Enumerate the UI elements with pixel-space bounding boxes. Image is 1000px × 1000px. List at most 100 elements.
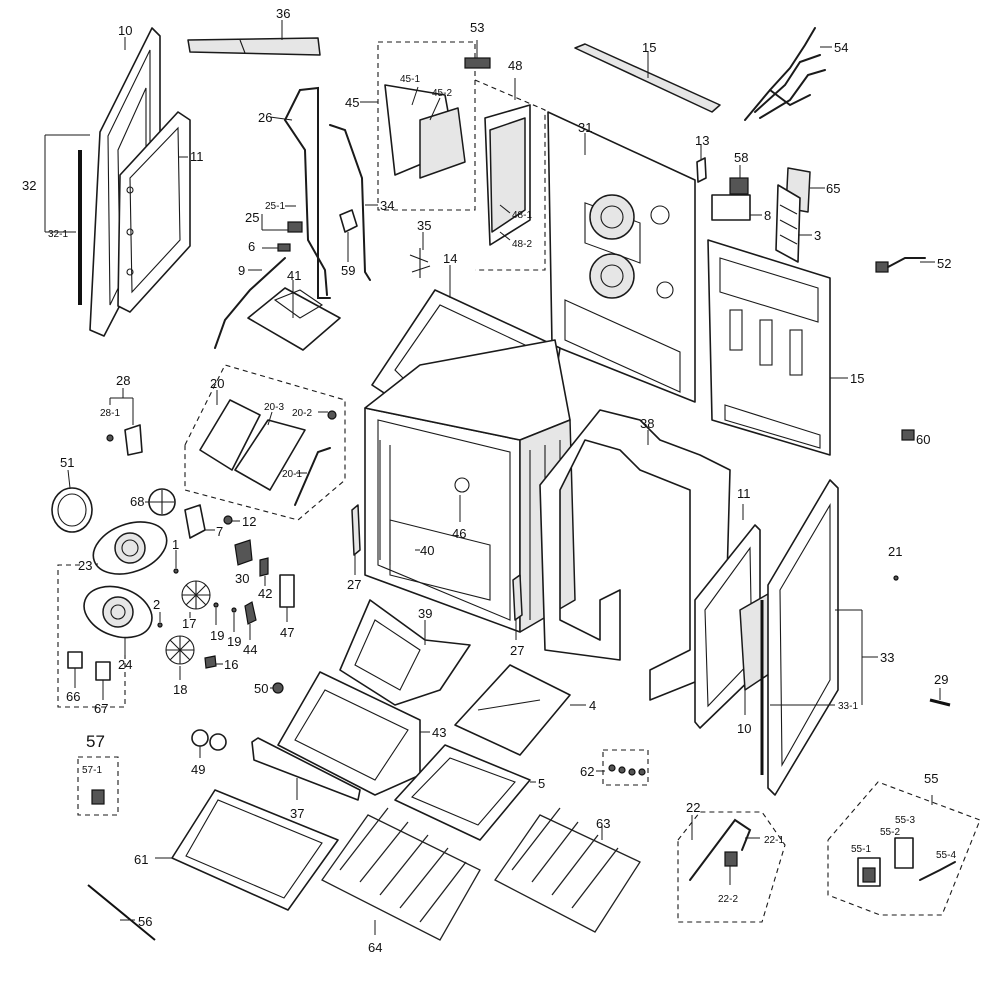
callout-label-39: 39: [418, 606, 432, 621]
callout-label-57-1: 57-1: [82, 765, 102, 776]
part-20-group: [184, 364, 346, 521]
part-49-knob: [191, 729, 227, 758]
callout-label-55-4: 55-4: [936, 850, 956, 861]
part-31-back-panel: [547, 111, 696, 403]
callout-label-50: 50: [254, 681, 268, 696]
part-21-screw: [893, 575, 899, 581]
part-46-oven-cavity: [364, 339, 576, 633]
callout-label-5: 5: [538, 776, 545, 791]
callout-label-10a: 10: [118, 23, 132, 38]
part-24-fan-housing: [83, 585, 153, 655]
callout-label-67: 67: [94, 701, 108, 716]
callout-label-9: 9: [238, 263, 245, 278]
callout-label-30: 30: [235, 571, 249, 586]
callout-label-55-3: 55-3: [895, 815, 915, 826]
callout-label-52: 52: [937, 256, 951, 271]
part-12-screw: [223, 515, 240, 525]
callout-label-42: 42: [258, 586, 272, 601]
callout-label-13: 13: [695, 133, 709, 148]
callout-label-26: 26: [258, 110, 272, 125]
part-26-rod-frame: [269, 86, 331, 299]
callout-label-58: 58: [734, 150, 748, 165]
callout-label-36: 36: [276, 6, 290, 21]
part-16-clip: [204, 655, 223, 669]
callout-label-6: 6: [248, 239, 255, 254]
callout-label-27b: 27: [510, 643, 524, 658]
part-54-wire-harness: [744, 27, 832, 121]
part-2-screw: [157, 612, 163, 628]
callout-label-24: 24: [118, 657, 132, 672]
callout-label-15a: 15: [642, 40, 656, 55]
callout-label-20-3: 20-3: [264, 402, 284, 413]
part-50-screw: [270, 682, 284, 694]
part-17-fan: [181, 580, 211, 618]
part-5-broil-pan: [394, 744, 536, 841]
callout-label-3: 3: [814, 228, 821, 243]
callout-label-38: 38: [640, 416, 654, 431]
part-35-fastener: [409, 232, 431, 278]
part-27-hinge-left: [351, 504, 361, 575]
callout-label-40: 40: [420, 543, 434, 558]
part-9-wire: [214, 257, 286, 349]
callout-label-48: 48: [508, 58, 522, 73]
callout-label-45-2: 45-2: [432, 88, 452, 99]
callout-label-11a: 11: [190, 149, 204, 164]
callout-label-56: 56: [138, 914, 152, 929]
callout-label-19a: 19: [210, 628, 224, 643]
part-67-switch: [95, 661, 111, 700]
part-61-drawer-frame: [155, 789, 339, 911]
part-7-fan-motor: [184, 504, 215, 539]
part-13-clip: [696, 145, 707, 183]
callout-label-2: 2: [153, 597, 160, 612]
callout-label-51: 51: [60, 455, 74, 470]
part-41-plate: [247, 280, 341, 351]
part-25-clip: [261, 205, 303, 233]
callout-label-65: 65: [826, 181, 840, 196]
callout-label-19b: 19: [227, 634, 241, 649]
part-45-group: [360, 41, 476, 211]
callout-label-60: 60: [916, 432, 930, 447]
callout-label-25: 25: [245, 210, 259, 225]
callout-label-45: 45: [345, 95, 359, 110]
callout-label-49: 49: [191, 762, 205, 777]
callout-label-18: 18: [173, 682, 187, 697]
callout-label-41: 41: [287, 268, 301, 283]
bracket-group-outline-left: [57, 564, 126, 708]
callout-label-21: 21: [888, 544, 902, 559]
callout-label-57: 57: [86, 732, 105, 751]
callout-label-1: 1: [172, 537, 179, 552]
part-63-oven-rack: [494, 807, 641, 933]
part-6-screw: [262, 243, 291, 252]
callout-label-7: 7: [216, 524, 223, 539]
callout-label-37: 37: [290, 806, 304, 821]
part-15-side-panel: [707, 239, 848, 456]
part-29-pin: [929, 688, 951, 707]
part-66-switch: [67, 651, 83, 688]
part-62-feet: [596, 749, 649, 786]
part-36-trim-bar: [187, 20, 321, 56]
callout-label-34: 34: [380, 198, 394, 213]
callout-label-45-1: 45-1: [400, 74, 420, 85]
callout-label-17: 17: [182, 616, 196, 631]
callout-label-33: 33: [880, 650, 894, 665]
callout-label-12: 12: [242, 514, 256, 529]
part-60-clip: [901, 429, 915, 441]
callout-label-55-1: 55-1: [851, 844, 871, 855]
callout-label-28-1: 28-1: [100, 408, 120, 419]
part-57-group: [77, 756, 119, 816]
callout-label-20: 20: [210, 376, 224, 391]
callout-label-68: 68: [130, 494, 144, 509]
callout-label-55-2: 55-2: [880, 827, 900, 838]
part-34-rod: [329, 124, 378, 281]
callout-label-10b: 10: [737, 721, 751, 736]
part-8-board: [711, 194, 762, 221]
callout-label-54: 54: [834, 40, 848, 55]
callout-label-20-1: 20-1: [282, 469, 302, 480]
part-1-screw: [173, 550, 179, 574]
callout-label-61: 61: [134, 852, 148, 867]
callout-label-28: 28: [116, 373, 130, 388]
part-58-module: [729, 165, 749, 195]
callout-label-22-2: 22-2: [718, 894, 738, 905]
callout-label-55: 55: [924, 771, 938, 786]
